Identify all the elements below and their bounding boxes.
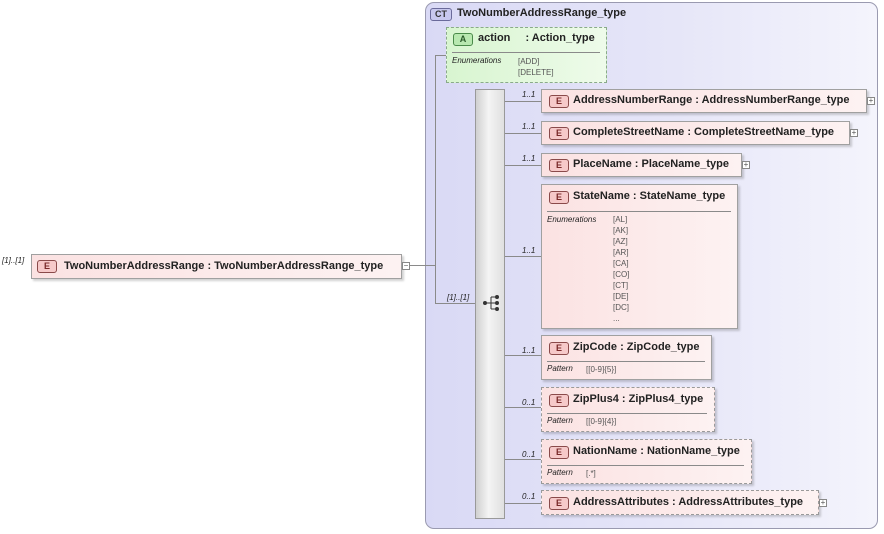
facet-value: [[0-9]{5}] (586, 365, 617, 374)
sequence-cardinality: [1]..[1] (447, 293, 470, 302)
element-address-attributes[interactable]: E AddressAttributes : AddressAttributes_… (541, 490, 819, 515)
root-element[interactable]: E TwoNumberAddressRange : TwoNumberAddre… (31, 254, 402, 279)
sequence-connector (435, 303, 475, 304)
expand-icon[interactable]: + (850, 128, 858, 137)
element-name: PlaceName (573, 158, 632, 170)
trunk-connector (435, 55, 436, 303)
cardinality: 0..1 (522, 398, 536, 407)
facet-label: Pattern (547, 468, 573, 477)
element-badge: E (549, 394, 569, 407)
element-type: : ZipPlus4_type (621, 393, 704, 405)
element-name: NationName (573, 445, 638, 457)
facet-value: [AK] (613, 226, 629, 235)
facet-label: Pattern (547, 416, 573, 425)
facet-value: [DC] (613, 303, 629, 312)
element-name: TwoNumberAddressRange (64, 260, 205, 272)
complex-type-badge: CT (430, 8, 452, 21)
facet-label: Pattern (547, 364, 573, 373)
element-address-number-range[interactable]: E AddressNumberRange : AddressNumberRang… (541, 89, 867, 113)
complex-type-title: TwoNumberAddressRange_type (457, 7, 627, 19)
facet-value: [DELETE] (518, 68, 554, 77)
expand-icon[interactable]: + (819, 498, 827, 507)
attribute-name: action (478, 32, 511, 44)
root-cardinality: [1]..[1] (2, 256, 25, 265)
element-name: AddressAttributes (573, 496, 669, 508)
cardinality: 1..1 (522, 246, 536, 255)
element-name: ZipCode (573, 341, 617, 353)
cardinality: 1..1 (522, 154, 536, 163)
element-name: StateName (573, 190, 630, 202)
facet-value: [CT] (613, 281, 629, 290)
facet-value: [CA] (613, 259, 629, 268)
facet-value: [AR] (613, 248, 629, 257)
facet-label: Enumerations (452, 56, 502, 65)
element-badge: E (37, 260, 57, 273)
element-badge: E (549, 95, 569, 108)
facet-value: [[0-9]{4}] (586, 417, 617, 426)
expand-icon[interactable]: + (742, 160, 750, 169)
root-connector (402, 265, 435, 266)
element-badge: E (549, 127, 569, 140)
facet-value: [.*] (586, 469, 596, 478)
cardinality: 0..1 (522, 450, 536, 459)
facet-value: ... (613, 314, 620, 323)
attribute-action[interactable]: A action : Action_type Enumerations [ADD… (446, 27, 607, 83)
cardinality: 0..1 (522, 492, 536, 501)
element-badge: E (549, 497, 569, 510)
element-name: ZipPlus4 (573, 393, 619, 405)
facet-value: [DE] (613, 292, 629, 301)
attribute-badge: A (453, 33, 473, 46)
cardinality: 1..1 (522, 90, 536, 99)
facet-label: Enumerations (547, 215, 597, 224)
sequence-bar (475, 89, 505, 519)
element-name: CompleteStreetName (573, 126, 685, 138)
element-badge: E (549, 159, 569, 172)
cardinality: 1..1 (522, 122, 536, 131)
element-type: : CompleteStreetName_type (687, 126, 835, 138)
facet-value: [AZ] (613, 237, 628, 246)
element-type: : AddressNumberRange_type (695, 94, 850, 106)
element-zip-code[interactable]: E ZipCode : ZipCode_type Pattern [[0-9]{… (541, 335, 712, 380)
element-place-name[interactable]: E PlaceName : PlaceName_type (541, 153, 742, 177)
attribute-type: : Action_type (525, 32, 595, 44)
element-type: : PlaceName_type (634, 158, 729, 170)
element-name: AddressNumberRange (573, 94, 693, 106)
element-type: : StateName_type (632, 190, 726, 202)
element-zip-plus4[interactable]: E ZipPlus4 : ZipPlus4_type Pattern [[0-9… (541, 387, 715, 432)
element-complete-street-name[interactable]: E CompleteStreetName : CompleteStreetNam… (541, 121, 850, 145)
expand-icon[interactable]: + (867, 96, 875, 105)
facet-value: [CO] (613, 270, 630, 279)
facet-value: [ADD] (518, 57, 540, 66)
element-badge: E (549, 191, 569, 204)
attribute-connector (435, 55, 447, 56)
element-badge: E (549, 446, 569, 459)
element-type: : ZipCode_type (620, 341, 700, 353)
cardinality: 1..1 (522, 346, 536, 355)
collapse-icon[interactable]: − (402, 261, 410, 270)
sequence-icon[interactable] (482, 294, 502, 312)
facet-value: [AL] (613, 215, 628, 224)
element-type: : AddressAttributes_type (672, 496, 804, 508)
element-nation-name[interactable]: E NationName : NationName_type Pattern [… (541, 439, 752, 484)
element-type: : NationName_type (640, 445, 740, 457)
element-badge: E (549, 342, 569, 355)
element-type: : TwoNumberAddressRange_type (207, 260, 384, 272)
element-state-name[interactable]: E StateName : StateName_type Enumeration… (541, 184, 738, 329)
